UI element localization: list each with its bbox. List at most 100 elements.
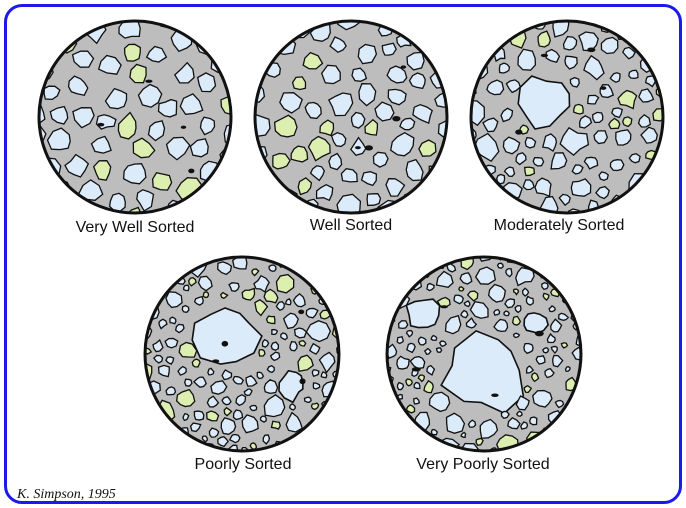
grain <box>414 382 420 388</box>
opaque-grain <box>299 378 305 384</box>
grain <box>406 299 439 327</box>
grain <box>623 117 632 127</box>
label-very-poorly-sorted: Very Poorly Sorted <box>416 456 549 474</box>
grain <box>400 415 408 423</box>
opaque-grain <box>440 305 448 308</box>
grain <box>385 385 392 392</box>
grain <box>571 179 590 196</box>
label-moderately-sorted: Moderately Sorted <box>494 217 625 235</box>
grain <box>616 130 631 145</box>
grain <box>321 372 327 378</box>
grain <box>293 77 306 90</box>
opaque-grain <box>515 130 522 135</box>
grain <box>530 417 537 425</box>
grain <box>431 336 437 341</box>
grain <box>382 43 396 55</box>
opaque-grain <box>298 310 304 315</box>
grain <box>299 341 305 346</box>
thin-section-poorly-sorted <box>141 253 343 455</box>
thin-section-very-well-sorted <box>35 17 235 217</box>
grain <box>125 44 141 61</box>
grain <box>535 178 551 196</box>
grain <box>367 194 380 206</box>
opaque-grain <box>412 367 421 371</box>
grain <box>234 410 243 420</box>
grain <box>504 311 509 316</box>
thin-section-well-sorted <box>251 17 451 217</box>
grain <box>459 287 464 291</box>
opaque-grain <box>392 116 400 121</box>
grain <box>192 359 200 367</box>
grain <box>499 63 509 73</box>
grain <box>533 158 543 166</box>
opaque-grain <box>365 145 373 150</box>
grain <box>259 350 265 356</box>
grain <box>543 348 549 353</box>
grain <box>194 411 203 420</box>
grain <box>124 164 146 184</box>
grain <box>397 337 403 344</box>
opaque-grain <box>145 80 152 83</box>
opaque-grain <box>222 341 229 347</box>
opaque-grain <box>181 126 187 129</box>
grain <box>440 341 446 346</box>
label-very-well-sorted: Very Well Sorted <box>76 219 195 237</box>
grain <box>250 406 257 411</box>
grain <box>272 330 278 335</box>
grain <box>542 283 548 290</box>
opaque-grain <box>97 123 104 127</box>
grain <box>290 342 297 351</box>
grain <box>198 73 216 92</box>
grain <box>267 316 275 323</box>
grain <box>572 398 579 406</box>
grain <box>561 343 567 348</box>
opaque-grain <box>212 359 219 363</box>
grain <box>263 340 269 347</box>
grain <box>250 443 256 449</box>
grain <box>267 366 274 373</box>
grain <box>524 344 533 354</box>
grain <box>305 397 312 402</box>
grain <box>261 416 267 422</box>
grain <box>525 167 535 176</box>
label-poorly-sorted: Poorly Sorted <box>195 456 292 474</box>
grain <box>271 342 278 350</box>
grain <box>574 104 584 114</box>
grain <box>374 152 389 167</box>
credit-signature: K. Simpson, 1995 <box>17 487 116 503</box>
opaque-grain <box>587 47 595 52</box>
grain <box>110 193 126 211</box>
grain <box>153 173 172 190</box>
grain <box>570 78 579 87</box>
grain <box>399 321 408 329</box>
opaque-grain <box>491 393 499 397</box>
opaque-grain <box>541 54 548 57</box>
grain <box>185 379 192 386</box>
opaque-grain <box>355 146 361 149</box>
grain <box>184 285 189 290</box>
grain <box>599 172 608 180</box>
grain <box>437 348 442 352</box>
grain <box>312 370 318 376</box>
grain <box>397 383 403 390</box>
grain <box>517 411 522 416</box>
grain <box>291 263 298 269</box>
grain <box>431 430 437 435</box>
grain <box>290 404 296 410</box>
grain <box>311 403 318 409</box>
grain <box>594 131 607 144</box>
grain <box>653 109 667 121</box>
grain <box>203 292 208 297</box>
grain <box>536 356 545 364</box>
figure-frame: Very Well Sorted Well Sorted Moderately … <box>4 4 682 504</box>
grain <box>281 333 287 340</box>
grain <box>518 49 535 70</box>
grain <box>610 160 623 171</box>
grain <box>494 310 500 316</box>
grain <box>566 367 571 372</box>
grain <box>498 263 504 268</box>
grain <box>514 333 520 337</box>
opaque-grain <box>401 65 406 68</box>
grain <box>291 146 307 162</box>
grain <box>515 306 521 313</box>
